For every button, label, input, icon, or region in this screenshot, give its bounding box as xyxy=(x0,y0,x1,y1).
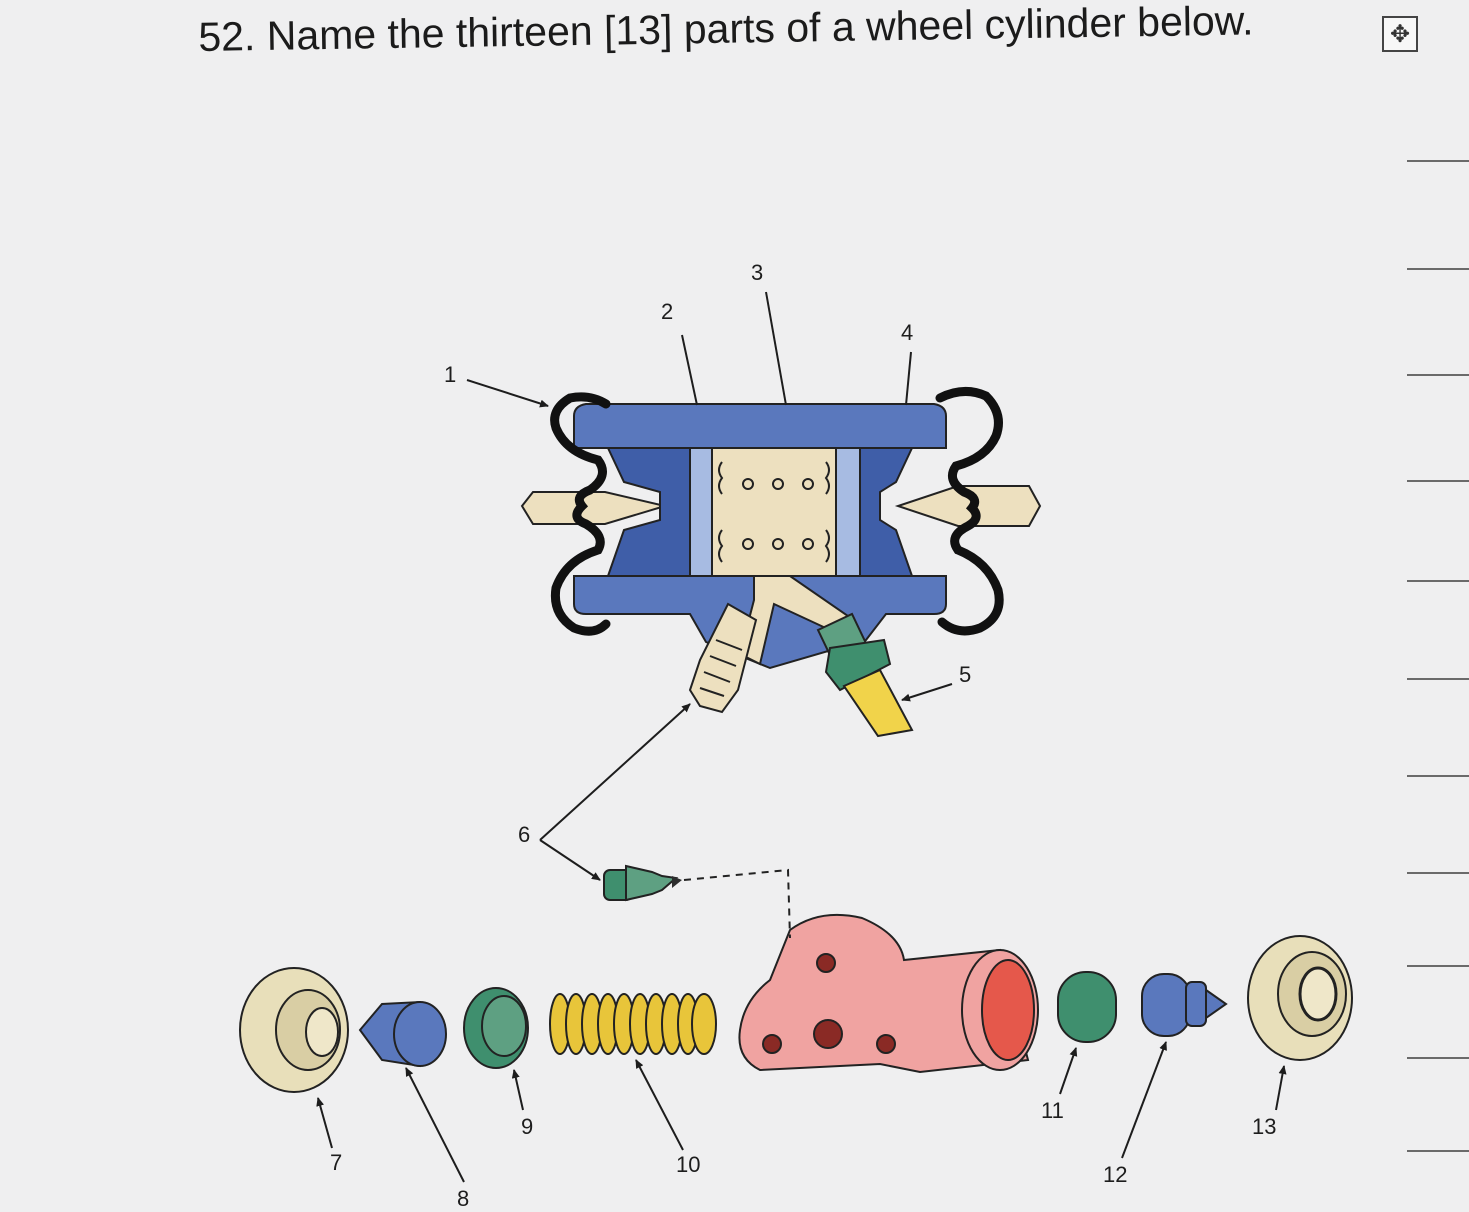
inner-bore xyxy=(711,447,837,577)
answer-line[interactable] xyxy=(1407,580,1469,582)
part-11-cup xyxy=(1057,971,1117,1043)
wheel-cylinder-cross-section xyxy=(520,387,1042,738)
leader-lines xyxy=(316,291,1287,1183)
left-cup xyxy=(689,447,713,577)
answer-line[interactable] xyxy=(1407,872,1469,874)
bleeder-screw xyxy=(688,602,758,714)
left-push-rod xyxy=(520,491,669,525)
part-13-boot xyxy=(1247,935,1353,1061)
part-12-piston xyxy=(1141,973,1228,1037)
part-7-boot xyxy=(239,967,349,1093)
brake-line-fitting xyxy=(816,612,914,738)
answer-line[interactable] xyxy=(1407,1057,1469,1059)
answer-line[interactable] xyxy=(1407,480,1469,482)
part-label-2: 2 xyxy=(661,299,673,324)
left-boot xyxy=(550,392,611,636)
part-labels: 1 2 3 4 5 6 7 8 9 10 11 12 13 xyxy=(330,260,1276,1211)
part-label-11: 11 xyxy=(1041,1098,1064,1123)
part-label-9: 9 xyxy=(521,1114,533,1139)
housing-upper xyxy=(573,403,947,449)
part-10-spring xyxy=(549,993,717,1055)
answer-line[interactable] xyxy=(1407,374,1469,376)
answer-line[interactable] xyxy=(1407,775,1469,777)
answer-line[interactable] xyxy=(1407,268,1469,270)
spring-coils xyxy=(718,461,830,563)
part-label-8: 8 xyxy=(457,1186,469,1211)
answer-line[interactable] xyxy=(1407,965,1469,967)
part-label-1: 1 xyxy=(444,362,456,387)
part-label-12: 12 xyxy=(1103,1162,1127,1187)
bleeder-screw-exploded xyxy=(603,864,791,939)
part-label-3: 3 xyxy=(751,260,763,285)
answer-line[interactable] xyxy=(1407,160,1469,162)
part-label-4: 4 xyxy=(901,320,913,345)
move-icon[interactable]: ✥ xyxy=(1382,16,1418,52)
answer-line[interactable] xyxy=(1407,1150,1469,1152)
part-label-13: 13 xyxy=(1252,1114,1276,1139)
part-label-6: 6 xyxy=(518,822,530,847)
part-label-10: 10 xyxy=(676,1152,700,1177)
right-piston xyxy=(859,447,914,577)
housing-exploded xyxy=(738,913,1039,1074)
right-boot xyxy=(935,387,1004,636)
part-9-cup xyxy=(463,987,529,1069)
right-cup xyxy=(835,447,861,577)
part-label-7: 7 xyxy=(330,1150,342,1175)
answer-line[interactable] xyxy=(1407,678,1469,680)
part-8-piston xyxy=(358,1000,447,1068)
part-label-5: 5 xyxy=(959,662,971,687)
